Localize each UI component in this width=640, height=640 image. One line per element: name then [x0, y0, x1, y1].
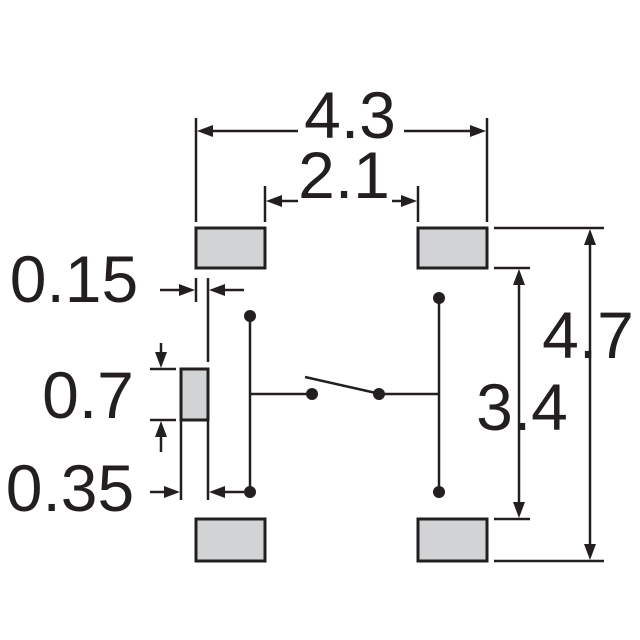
pad-top-left [194, 226, 267, 270]
terminal-dot [433, 292, 445, 304]
inner-height-label: 3.4 [476, 370, 568, 444]
dimension-offset: 0.15 [10, 242, 244, 362]
terminal-dot [244, 486, 256, 498]
overall-width-label: 4.3 [304, 78, 396, 152]
side-pad-height-label: 0.7 [42, 358, 134, 432]
overall-height-label: 4.7 [542, 298, 634, 372]
dimension-overall-height: 4.7 [494, 226, 634, 563]
contact-dot [373, 388, 385, 400]
switch-lever [304, 375, 377, 395]
dimension-side-pad-height: 0.7 [42, 343, 176, 452]
side-gap-label: 0.35 [6, 451, 134, 525]
terminal-dot [244, 310, 256, 322]
offset-label: 0.15 [10, 242, 138, 316]
dimension-pad-gap: 2.1 [263, 138, 420, 222]
dimension-side-gap: 0.35 [6, 420, 244, 525]
switch-schematic [244, 292, 445, 498]
terminal-dot [433, 486, 445, 498]
pad-bottom-right [416, 517, 489, 563]
contact-dot [306, 388, 318, 400]
pad-top-right [416, 226, 489, 270]
pad-side-left [179, 367, 210, 422]
pad-bottom-left [194, 517, 267, 563]
dimension-inner-height: 3.4 [476, 266, 568, 521]
pad-gap-label: 2.1 [298, 138, 390, 212]
dimension-overall-width: 4.3 [194, 78, 489, 222]
